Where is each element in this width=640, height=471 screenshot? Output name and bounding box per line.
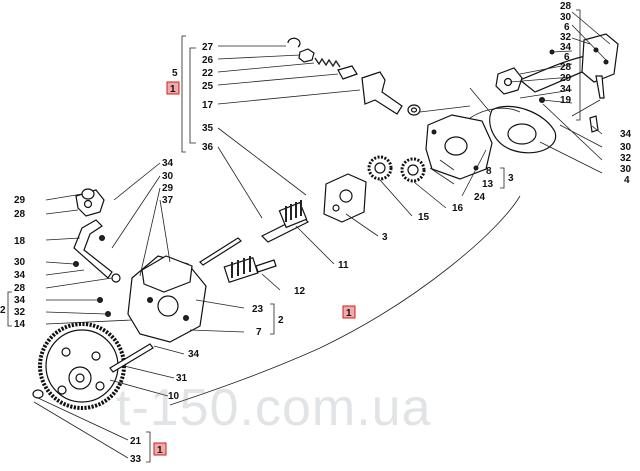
label-b-2: 2 <box>0 305 6 316</box>
svg-text:1: 1 <box>346 308 352 319</box>
label-tr-6b: 6 <box>564 52 570 63</box>
large-gear-part <box>38 322 126 410</box>
label-b-14: 14 <box>14 319 26 330</box>
label-24: 24 <box>474 192 486 203</box>
label-36: 36 <box>202 142 214 153</box>
label-tr-34b: 34 <box>560 84 572 95</box>
label-15: 15 <box>418 212 430 223</box>
gear-shaft-2-part <box>223 256 277 283</box>
label-3-right: 3 <box>508 173 514 184</box>
label-3: 3 <box>382 232 388 243</box>
label-r-32: 32 <box>620 153 632 164</box>
label-a-30: 30 <box>162 171 174 182</box>
label-7: 7 <box>256 327 262 338</box>
label-22: 22 <box>202 68 214 79</box>
label-tr-28: 28 <box>560 1 572 12</box>
label-25: 25 <box>202 81 214 92</box>
leader-lines <box>7 9 611 463</box>
label-16: 16 <box>452 203 464 214</box>
label-b-28b: 28 <box>14 283 26 294</box>
gear-small-part <box>367 155 393 181</box>
intake-flange-part <box>495 67 523 95</box>
gear-shaft-part <box>260 200 310 243</box>
label-b-32: 32 <box>14 307 26 318</box>
label-c-21: 21 <box>130 436 142 447</box>
valve-body-part <box>361 71 403 115</box>
plunger-part <box>337 65 358 80</box>
label-17: 17 <box>202 100 214 111</box>
label-a-34: 34 <box>162 158 174 169</box>
label-b-34b: 34 <box>14 295 26 306</box>
label-b-18: 18 <box>14 236 26 247</box>
label-tr-19: 19 <box>560 95 572 106</box>
label-b-30: 30 <box>14 257 26 268</box>
label-tr-30: 30 <box>560 12 572 23</box>
svg-text:1: 1 <box>157 445 163 456</box>
label-b-34: 34 <box>14 270 26 281</box>
fitting-part <box>73 188 121 317</box>
label-13: 13 <box>482 179 494 190</box>
label-c-10: 10 <box>168 391 180 402</box>
label-c-34: 34 <box>188 349 200 360</box>
nut-part <box>298 48 315 63</box>
label-a-29: 29 <box>162 183 174 194</box>
long-pin-part <box>199 237 242 266</box>
label-8: 8 <box>486 166 492 177</box>
watermark: t-150.com.ua <box>116 379 432 437</box>
label-5: 5 <box>172 68 178 79</box>
labels: 27 26 22 25 17 5 35 36 28 30 6 32 34 6 2… <box>0 1 632 465</box>
label-a-37: 37 <box>162 195 174 206</box>
label-tr-32: 32 <box>560 32 572 43</box>
label-35: 35 <box>202 123 214 134</box>
label-c-33: 33 <box>130 454 142 465</box>
label-12: 12 <box>294 286 306 297</box>
spring-part <box>314 57 341 68</box>
label-r-34: 34 <box>620 129 632 140</box>
label-2-mid: 2 <box>278 315 284 326</box>
label-r-30b: 30 <box>620 164 632 175</box>
label-23: 23 <box>252 304 264 315</box>
ref-badge-middle: 1 <box>342 305 356 319</box>
label-r-4: 4 <box>624 175 630 186</box>
strainer-part <box>469 105 557 154</box>
label-r-30: 30 <box>620 142 632 153</box>
label-11: 11 <box>338 260 349 271</box>
label-b-28: 28 <box>14 209 26 220</box>
label-tr-29: 29 <box>560 73 572 84</box>
label-b-29: 29 <box>14 195 26 206</box>
washer-2-part <box>32 389 44 399</box>
label-27: 27 <box>202 42 214 53</box>
label-c-31: 31 <box>176 373 188 384</box>
label-26: 26 <box>202 55 214 66</box>
pipe-part <box>73 189 113 279</box>
ref-badge-bottom: 1 <box>153 442 167 456</box>
label-tr-6: 6 <box>564 22 570 33</box>
cover-plate-part <box>323 173 367 223</box>
spring-clip-part <box>287 37 301 48</box>
gear-small-2-part <box>400 157 426 183</box>
label-tr-34: 34 <box>560 42 572 53</box>
pump-body-lower-part <box>127 255 207 343</box>
ref-badge-top: 1 <box>166 81 180 95</box>
pump-body-upper-part <box>425 114 493 180</box>
gear-shaft-3-part <box>109 343 154 373</box>
washer-part <box>407 104 421 116</box>
label-tr-28b: 28 <box>560 62 572 73</box>
svg-text:1: 1 <box>170 84 176 95</box>
